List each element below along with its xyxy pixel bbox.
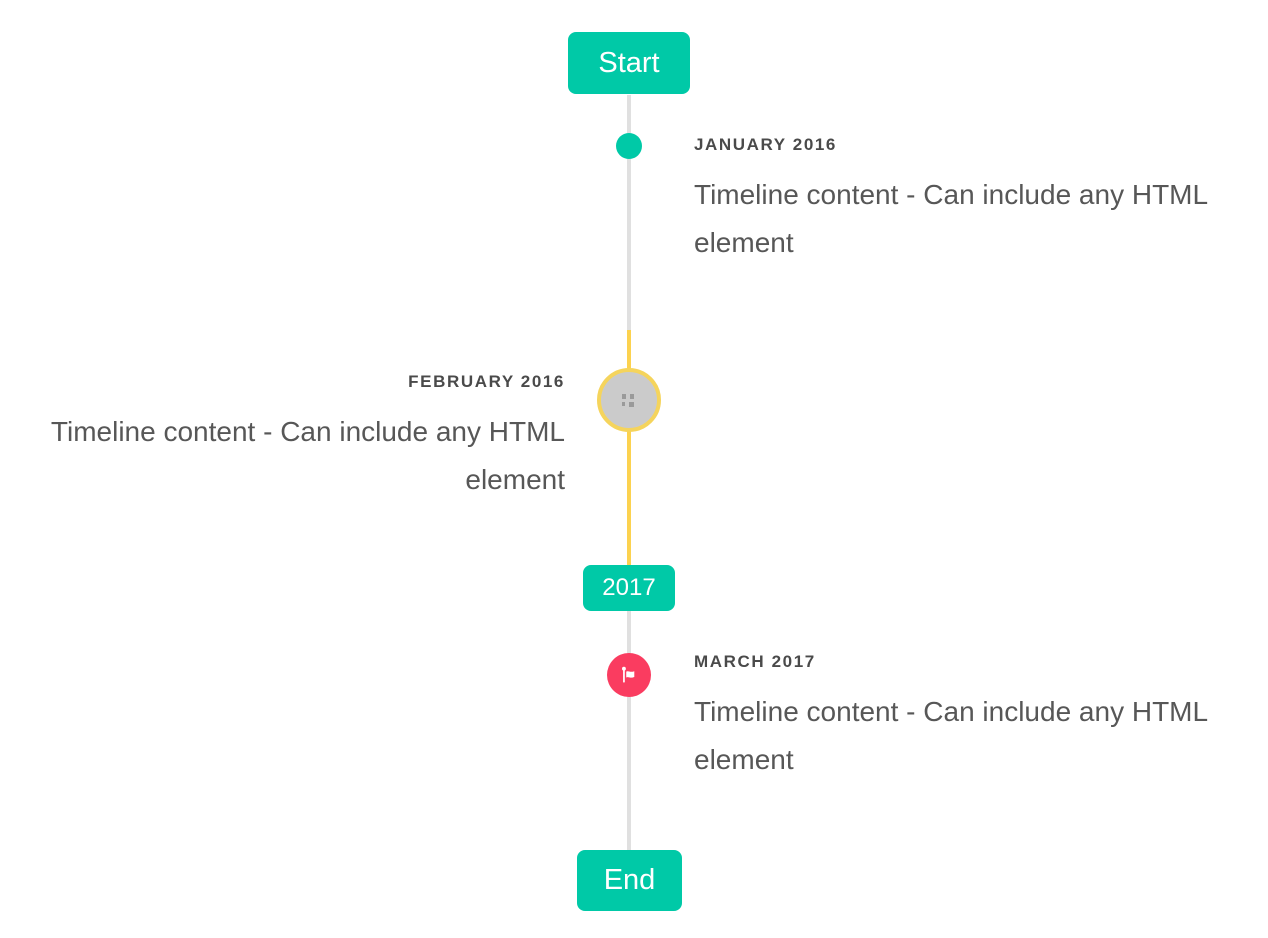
timeline-end-badge[interactable]: End [577,850,682,911]
flag-icon [618,664,641,687]
item-title: FEBRUARY 2016 [408,372,565,391]
timeline-start-badge[interactable]: Start [568,32,690,94]
timeline-flag-marker-march[interactable] [607,653,651,697]
item-title: JANUARY 2016 [694,135,837,154]
timeline-image-marker-february[interactable] [597,368,661,432]
timeline-item-march-2017: MARCH 2017 Timeline content - Can includ… [694,652,1229,784]
timeline-item-january-2016: JANUARY 2016 Timeline content - Can incl… [694,135,1229,267]
item-content: Timeline content - Can include any HTML … [50,416,565,495]
item-content: Timeline content - Can include any HTML … [694,696,1208,775]
item-content: Timeline content - Can include any HTML … [694,179,1208,258]
timeline-dot-marker-january[interactable] [616,133,642,159]
item-title: MARCH 2017 [694,652,816,671]
timeline-year-badge-2017[interactable]: 2017 [583,565,675,611]
broken-image-icon [621,393,637,407]
timeline-item-february-2016: FEBRUARY 2016 Timeline content - Can inc… [40,372,565,504]
timeline-line-highlight-segment [627,330,631,566]
